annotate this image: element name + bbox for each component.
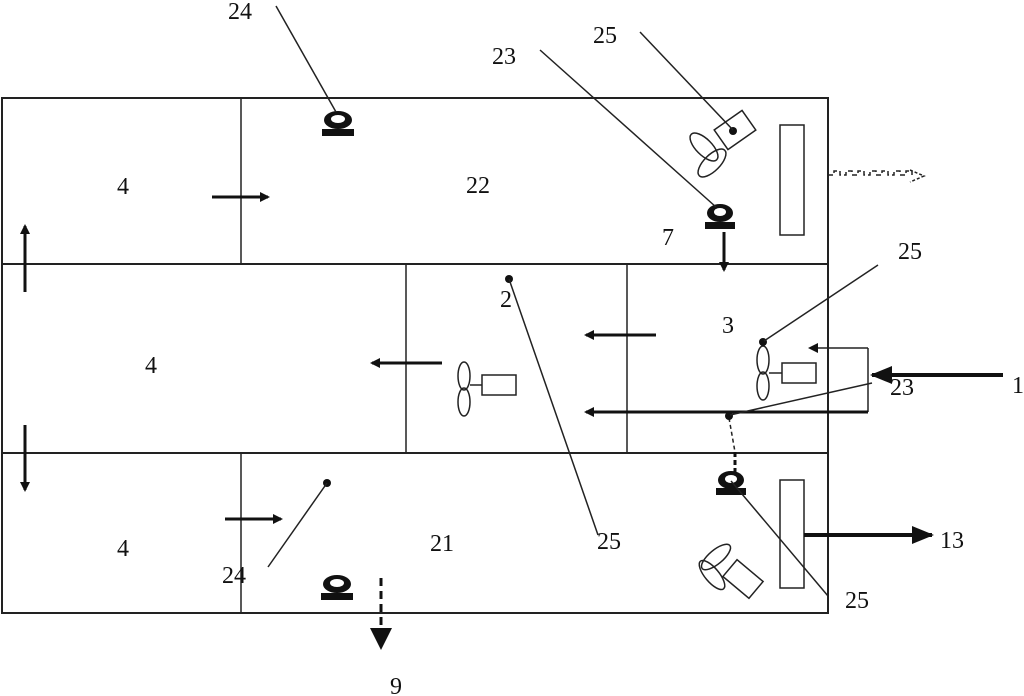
label-7: 7 — [662, 225, 674, 251]
nozzle-bottom-icon — [321, 575, 353, 600]
leader-23-top — [539, 49, 717, 208]
nozzle-bottom-right-icon — [716, 471, 746, 495]
fan-center-icon — [457, 361, 517, 417]
leader-25-top — [639, 31, 734, 131]
label-center-zone: 2 — [500, 287, 512, 313]
label-callout-24-top: 24 — [228, 0, 252, 25]
label-1: 1 — [1012, 373, 1024, 399]
label-right-zone: 3 — [722, 313, 734, 339]
exhaust-arrowhead — [909, 169, 926, 183]
label-lower-zone: 21 — [430, 531, 454, 557]
label-top-left-chamber: 4 — [117, 174, 129, 200]
outer-frame — [1, 97, 829, 614]
fan-bottom-right-icon — [698, 543, 765, 600]
nozzle-top-icon — [322, 111, 354, 136]
label-callout-23-right: 23 — [890, 375, 914, 401]
leader-23-right — [729, 382, 873, 416]
probe-dashed-line — [728, 417, 736, 453]
nozzle-7-icon — [705, 204, 735, 229]
exhaust-wavy-line — [828, 170, 913, 176]
label-9: 9 — [390, 674, 402, 696]
label-callout-25-bottom-right: 25 — [845, 588, 869, 614]
leader-25-center-bottom — [508, 278, 599, 536]
label-callout-25-top: 25 — [593, 23, 617, 49]
drain-arrowhead — [370, 628, 392, 650]
label-callout-25-right-upper: 25 — [898, 239, 922, 265]
label-upper-zone: 22 — [466, 173, 490, 199]
label-13: 13 — [940, 528, 964, 554]
leader-25-right-upper — [763, 264, 879, 342]
leader-24-bottom — [267, 482, 328, 568]
upper-plate — [779, 124, 805, 236]
label-callout-24-bottom: 24 — [222, 563, 246, 589]
fan-right-zone-icon — [756, 345, 817, 401]
label-callout-25-center-bottom: 25 — [597, 529, 621, 555]
label-bottom-left-chamber: 4 — [117, 536, 129, 562]
label-callout-23-top: 23 — [492, 44, 516, 70]
label-middle-left-chamber: 4 — [145, 353, 157, 379]
fan-top-right-icon — [689, 109, 757, 178]
sensor-dot-inlet — [725, 412, 733, 420]
leader-25-bottom-right — [730, 480, 829, 597]
lower-plate — [779, 479, 805, 589]
leader-24-top — [275, 5, 337, 113]
